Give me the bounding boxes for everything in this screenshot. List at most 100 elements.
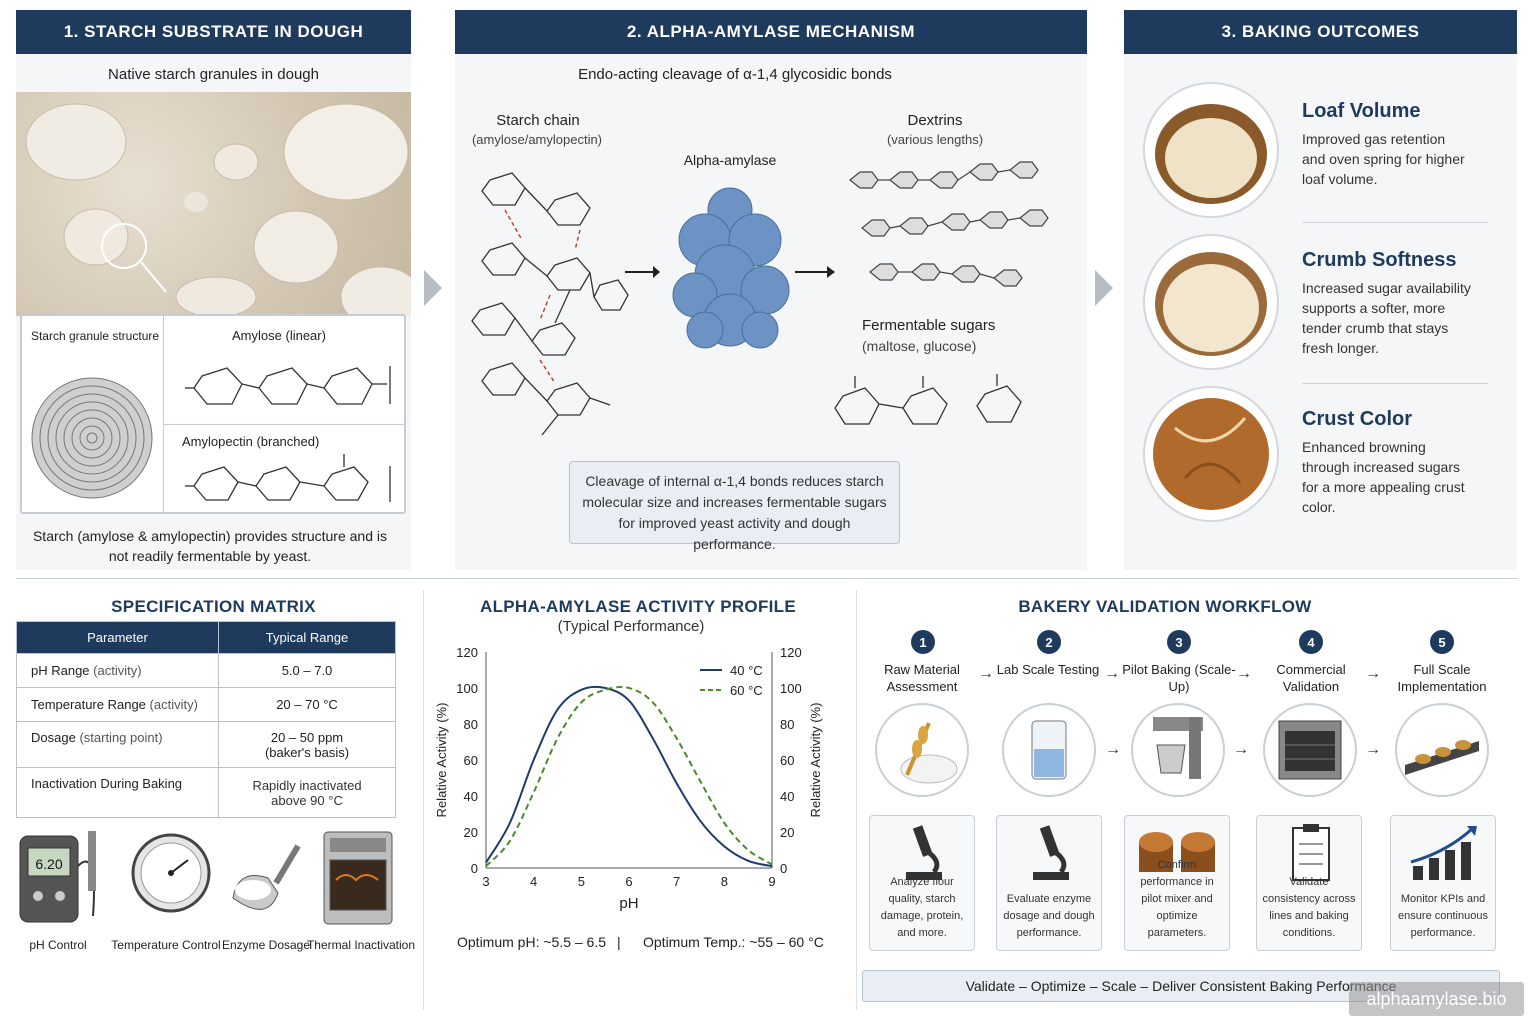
- y-tick-label: 120: [456, 645, 478, 660]
- amylose-structure-icon: [185, 366, 391, 405]
- granule-structure-label: Starch granule structure: [30, 329, 160, 343]
- arrow-right-icon: [795, 266, 835, 278]
- y-tick-label-right: 80: [780, 717, 794, 732]
- microscope-icon: [1033, 825, 1069, 880]
- production-line-icon: [1405, 740, 1479, 775]
- chart-footnote-separator: |: [617, 934, 621, 950]
- starch-structure-inset: Starch granule structure Amylose (linear…: [20, 314, 406, 514]
- arrow-right-icon: →: [1236, 665, 1252, 682]
- oven-icon: [323, 831, 393, 925]
- divider: [1302, 383, 1488, 384]
- spec-table: Parameter Typical Range pH Range (activi…: [16, 621, 396, 818]
- step-card: Confirm performance in pilot mixer and o…: [1124, 815, 1230, 951]
- spec-title: SPECIFICATION MATRIX: [111, 597, 316, 616]
- spec-header-parameter: Parameter: [16, 621, 219, 654]
- step-number: 3: [1167, 630, 1191, 654]
- thermometer-dial-icon: [131, 833, 211, 913]
- legend-label-2: 60 °C: [730, 683, 763, 698]
- bread-loaf-icon: [1155, 104, 1267, 204]
- amylose-title: Amylose (linear): [232, 328, 326, 343]
- arrow-right-icon: →: [1233, 741, 1249, 758]
- y-axis-label-right: Relative Activity (%): [808, 703, 823, 818]
- table-row: pH Range (activity) 5.0 – 7.0: [16, 653, 396, 688]
- inset-divider: [163, 316, 164, 512]
- dextrins-chains-icon: [849, 161, 1049, 287]
- step-label: Lab Scale Testing: [996, 662, 1100, 677]
- y-tick-label-right: 120: [780, 645, 802, 660]
- step-number: 4: [1299, 630, 1323, 654]
- table-row: Inactivation During Baking Rapidly inact…: [16, 767, 396, 818]
- ph-meter-display: 6.20: [35, 856, 62, 872]
- panel-starch-header: 1. STARCH SUBSTRATE IN DOUGH: [16, 10, 411, 54]
- x-tick-label: 5: [578, 874, 585, 889]
- x-tick-label: 8: [721, 874, 728, 889]
- y-tick-label: 80: [464, 717, 478, 732]
- step-card: Monitor KPIs and ensure continuous perfo…: [1390, 815, 1496, 951]
- flow-arrow-1-icon: [424, 270, 442, 306]
- mechanism-note: Cleavage of internal α-1,4 bonds reduces…: [569, 461, 900, 552]
- outcome-text: Improved gas retention and oven spring f…: [1302, 131, 1465, 187]
- chart-title: ALPHA-AMYLASE ACTIVITY PROFILE: [480, 597, 796, 616]
- icon-label: Thermal Inactivation: [306, 938, 416, 952]
- starch-caption: Starch (amylose & amylopectin) provides …: [32, 528, 388, 564]
- section-divider: [16, 578, 1518, 579]
- starch-granules-illustration: [25, 103, 411, 316]
- step-image-circle: [1395, 703, 1489, 797]
- icon-label: Temperature Control: [111, 938, 221, 952]
- step-number: 5: [1430, 630, 1454, 654]
- inset-divider-h: [163, 424, 406, 425]
- loaf-volume-image: [1143, 82, 1279, 218]
- arrow-right-icon: [625, 266, 660, 278]
- section-divider-v: [856, 590, 857, 1010]
- step-description: Validate consistency across lines and ba…: [1262, 876, 1356, 939]
- y-tick-label: 40: [464, 789, 478, 804]
- step-description: Confirm performance in pilot mixer and o…: [1140, 859, 1214, 939]
- y-tick-label: 60: [464, 753, 478, 768]
- step-label: Pilot Baking (Scale-Up): [1122, 662, 1236, 694]
- panel-starch-subtitle: Native starch granules in dough: [108, 66, 319, 83]
- starch-chain-label: Starch chain: [496, 112, 580, 129]
- y-tick-label-right: 20: [780, 825, 794, 840]
- step-label: Commercial Validation: [1276, 662, 1346, 694]
- y-tick-label-right: 60: [780, 753, 794, 768]
- panel-mechanism-header: 2. ALPHA-AMYLASE MECHANISM: [455, 10, 1087, 54]
- step-label: Raw Material Assessment: [884, 662, 960, 694]
- spec-header-range: Typical Range: [218, 621, 396, 654]
- step-image-circle: [1002, 703, 1096, 797]
- y-tick-label-right: 40: [780, 789, 794, 804]
- step-image-circle: [1131, 703, 1225, 797]
- bread-loaves-icon: [1139, 832, 1215, 872]
- series-line-2: [485, 686, 773, 867]
- alpha-amylase-protein-icon: [672, 187, 790, 349]
- outcome-text: Increased sugar availability supports a …: [1302, 280, 1471, 356]
- chart-subtitle: (Typical Performance): [557, 618, 705, 635]
- y-tick-label: 20: [464, 825, 478, 840]
- panel-mechanism-subtitle: Endo-acting cleavage of α-1,4 glycosidic…: [578, 66, 892, 83]
- starch-chain-structure-icon: [471, 172, 629, 436]
- microscope-icon: [906, 825, 942, 880]
- crumb-softness-image: [1143, 234, 1279, 370]
- sugars-sublabel: (maltose, glucose): [862, 338, 977, 354]
- amylopectin-structure-icon: [185, 454, 391, 502]
- wheat-flour-icon: [900, 722, 958, 784]
- x-axis-label: pH: [619, 895, 638, 912]
- divider: [1302, 222, 1488, 223]
- enzyme-label: Alpha-amylase: [683, 152, 777, 168]
- sugars-label: Fermentable sugars: [862, 317, 996, 334]
- legend-label-1: 40 °C: [730, 663, 763, 678]
- x-tick-label: 7: [673, 874, 680, 889]
- section-divider-v: [423, 590, 424, 1010]
- series-line-1: [485, 685, 773, 868]
- step-description: Analyze flour quality, starch damage, pr…: [880, 876, 964, 939]
- maltose-glucose-structure-icon: [834, 374, 1022, 425]
- icon-label: pH Control: [29, 938, 87, 952]
- y-tick-label: 100: [456, 681, 478, 696]
- x-tick-label: 6: [625, 874, 632, 889]
- bread-crumb-icon: [1155, 252, 1267, 356]
- table-row: Dosage (starting point) 20 – 50 ppm(bake…: [16, 721, 396, 768]
- beaker-icon: [1031, 720, 1067, 780]
- y-axis-label: Relative Activity (%): [434, 703, 449, 818]
- arrow-right-icon: →: [978, 665, 994, 682]
- bread-crust-icon: [1153, 398, 1269, 510]
